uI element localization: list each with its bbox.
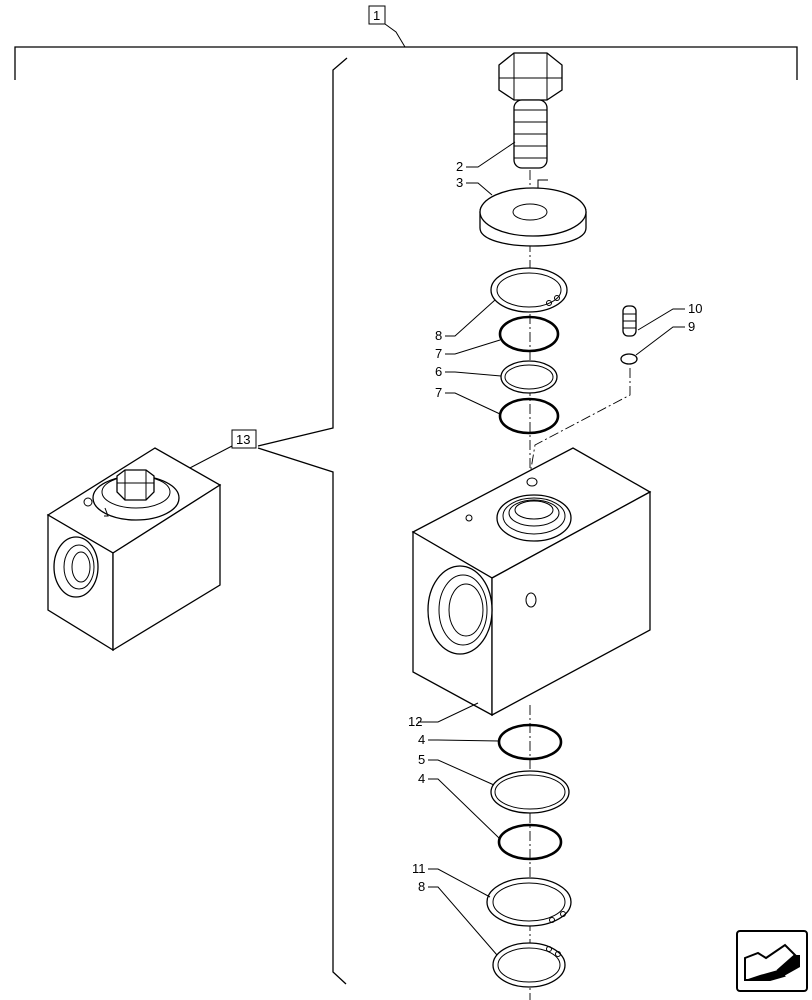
label-snap-ring-bottom-a: 11: [412, 861, 426, 876]
bolt: [498, 52, 563, 169]
o-ring-top-a: [498, 315, 560, 353]
snap-ring-bottom-b: [492, 942, 566, 988]
separator-line: [257, 57, 348, 985]
label-valve-body: 12: [408, 714, 422, 729]
valve-body: [411, 447, 652, 717]
o-ring-top-b: [498, 397, 560, 435]
label-o-ring-bottom-a: 4: [418, 732, 425, 747]
label-o-ring-bottom-b: 4: [418, 771, 425, 786]
label-washer: 3: [456, 175, 463, 190]
label-bolt: 2: [456, 159, 463, 174]
callout-13: 13: [185, 429, 257, 471]
snap-ring-top: [490, 267, 568, 313]
label-small-screw: 10: [688, 301, 702, 316]
label-backup-ring-bottom: 5: [418, 752, 425, 767]
small-screw: [622, 305, 637, 337]
arrow-next-icon[interactable]: [736, 930, 808, 992]
callout-label-13: 13: [236, 432, 250, 447]
assembled-valve-block: [46, 447, 222, 652]
label-snap-ring-bottom-b: 8: [418, 879, 425, 894]
o-ring-bottom-b: [497, 823, 563, 861]
callout-box-1[interactable]: [368, 5, 386, 25]
label-o-ring-top-a: 7: [435, 346, 442, 361]
callout-label-1: 1: [373, 8, 380, 23]
snap-ring-bottom-a: [486, 877, 572, 927]
small-o-ring: [620, 353, 638, 365]
washer: [479, 179, 587, 247]
o-ring-bottom-a: [497, 723, 563, 761]
label-backup-ring-top: 6: [435, 364, 442, 379]
assembly-bracket: 1: [14, 5, 798, 80]
label-snap-ring-top: 8: [435, 328, 442, 343]
backup-ring-bottom: [490, 770, 570, 814]
callout-box-13[interactable]: [231, 429, 257, 449]
backup-ring-top: [500, 360, 558, 394]
label-o-ring-top-b: 7: [435, 385, 442, 400]
label-small-o-ring: 9: [688, 319, 695, 334]
